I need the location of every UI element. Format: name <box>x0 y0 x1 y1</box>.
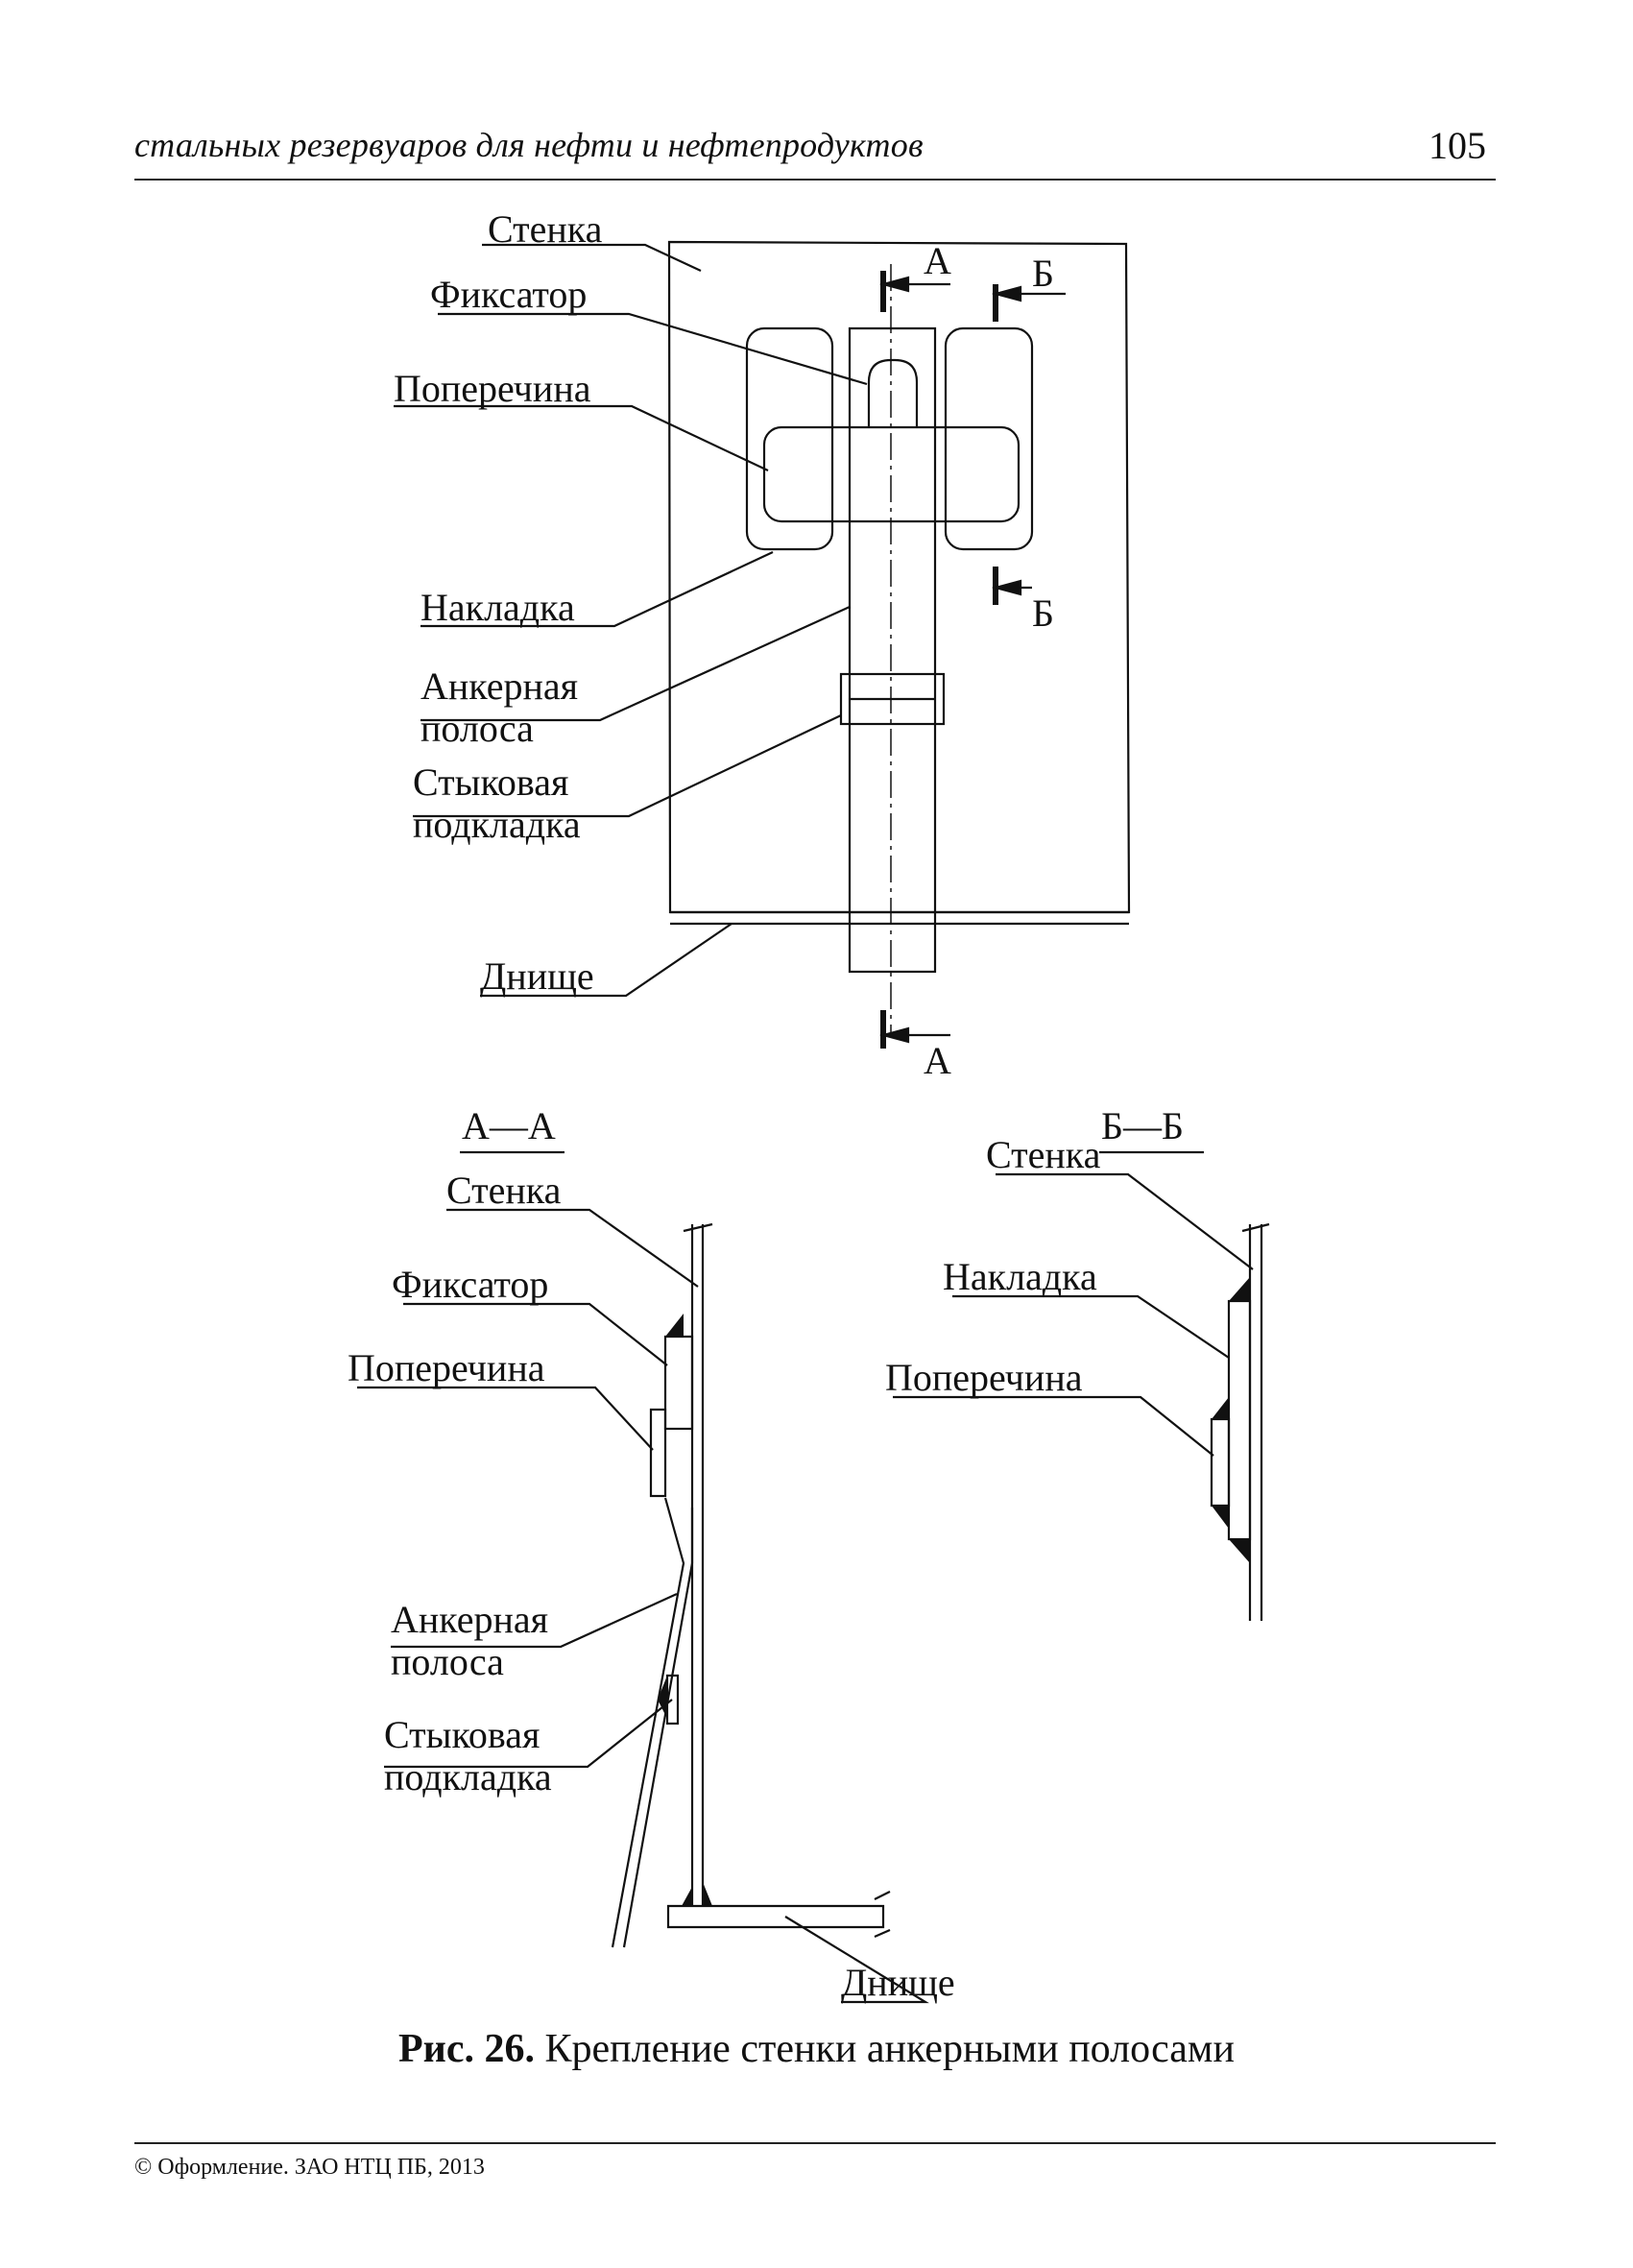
section-aa-title: А—А <box>462 1104 556 1147</box>
bb-wall <box>1248 1224 1263 1621</box>
aa-label-dnische: Днище <box>841 1961 955 2004</box>
aa-label-ankernaya-1: Анкерная <box>391 1598 548 1641</box>
bb-label-stenka: Стенка <box>986 1133 1101 1176</box>
bb-label-nakladka: Накладка <box>943 1255 1097 1298</box>
copyright: © Оформление. ЗАО НТЦ ПБ, 2013 <box>134 2155 485 2180</box>
page-number: 105 <box>1429 124 1486 167</box>
fixator <box>867 358 919 427</box>
section-mark-a-bottom: А <box>924 1039 951 1082</box>
anchor-strip <box>848 326 937 974</box>
bb-crossbar <box>1210 1417 1231 1508</box>
label-dnische: Днище <box>480 954 594 998</box>
aa-label-stykovaya-1: Стыковая <box>384 1713 540 1756</box>
aa-label-poperechina: Поперечина <box>348 1346 545 1389</box>
aa-label-stenka: Стенка <box>446 1169 562 1212</box>
section-mark-b-bottom: Б <box>1032 591 1054 635</box>
aa-anchor-strip <box>611 1497 694 1948</box>
footer-divider <box>134 2142 1496 2144</box>
figure-number: Рис. 26. <box>398 2027 535 2071</box>
bottom-plate <box>670 910 1129 926</box>
label-poperechina: Поперечина <box>394 367 591 410</box>
label-stykovaya-1: Стыковая <box>413 760 568 804</box>
aa-label-stykovaya-2: подкладка <box>384 1755 552 1798</box>
label-stenka: Стенка <box>488 207 603 251</box>
aa-label-ankernaya-2: полоса <box>391 1640 504 1683</box>
figure-caption: Рис. 26. Крепление стенки анкерными поло… <box>0 2026 1633 2072</box>
aa-crossbar <box>649 1408 667 1498</box>
label-fiksator: Фиксатор <box>430 273 587 316</box>
wall-sheet <box>667 240 1131 914</box>
section-bb-title: Б—Б <box>1101 1104 1184 1147</box>
section-aa <box>357 1150 929 2004</box>
aa-bottom-plate <box>666 1904 885 1929</box>
label-stykovaya-2: подкладка <box>413 803 581 846</box>
section-mark-b-top: Б <box>1032 252 1054 295</box>
bb-pad <box>1227 1299 1252 1541</box>
pad-right <box>944 326 1034 551</box>
running-title: стальных резервуаров для нефти и нефтепр… <box>134 126 924 164</box>
label-ankernaya-2: полоса <box>420 707 534 750</box>
bb-label-poperechina: Поперечина <box>885 1356 1083 1399</box>
section-bb <box>893 1150 1270 1621</box>
top-view <box>394 240 1131 1049</box>
header-divider <box>134 179 1496 181</box>
section-mark-a-top: А <box>924 239 951 282</box>
pad-left <box>745 326 834 551</box>
aa-fixator <box>663 1335 694 1431</box>
label-ankernaya-1: Анкерная <box>420 664 578 708</box>
aa-label-fiksator: Фиксатор <box>392 1263 548 1306</box>
aa-wall <box>690 1224 705 1906</box>
figure-title: Крепление стенки анкерными полосами <box>544 2027 1235 2071</box>
label-nakladka: Накладка <box>420 586 575 629</box>
